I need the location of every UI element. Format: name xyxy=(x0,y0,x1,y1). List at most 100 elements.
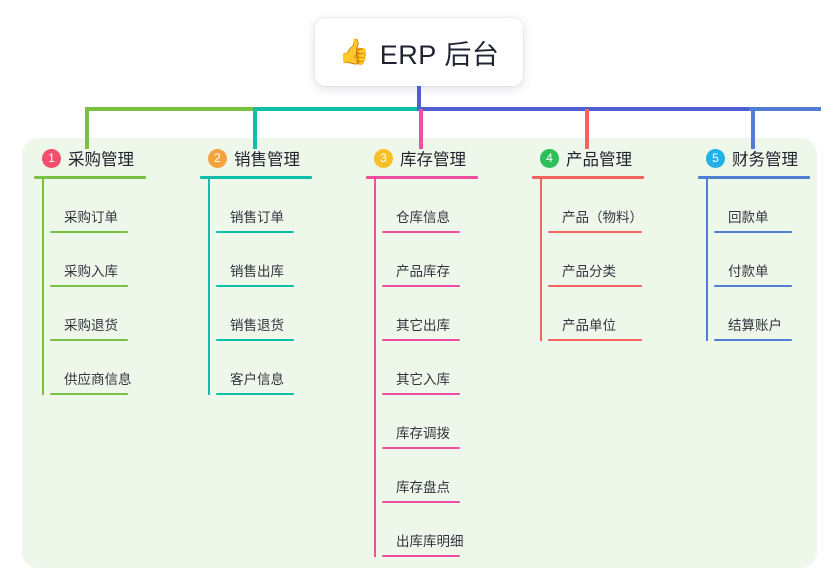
leaf-item-underline xyxy=(382,393,460,395)
leaf-spine xyxy=(706,179,708,341)
leaf-item-label: 销售订单 xyxy=(230,210,284,225)
leaf-list: 采购订单采购入库采购退货供应商信息 xyxy=(34,179,184,395)
category-header-4[interactable]: 4 产品管理 xyxy=(532,146,682,170)
leaf-item[interactable]: 出库库明细 xyxy=(382,503,516,557)
connector-drop-2 xyxy=(253,109,257,149)
leaf-item-label: 其它出库 xyxy=(396,318,450,333)
category-number-badge: 4 xyxy=(540,148,559,168)
category-title: 采购管理 xyxy=(68,151,134,169)
leaf-item[interactable]: 产品单位 xyxy=(548,287,682,341)
leaf-item[interactable]: 其它出库 xyxy=(382,287,516,341)
leaf-item-underline xyxy=(216,231,294,233)
leaf-item-label: 销售出库 xyxy=(230,264,284,279)
leaf-item-underline xyxy=(714,285,792,287)
leaf-item-label: 付款单 xyxy=(728,264,769,279)
category-number-badge: 3 xyxy=(374,148,393,168)
leaf-item-label: 供应商信息 xyxy=(64,372,132,387)
leaf-item-underline xyxy=(382,555,460,557)
leaf-item-underline xyxy=(548,339,642,341)
leaf-item[interactable]: 产品分类 xyxy=(548,233,682,287)
leaf-item[interactable]: 销售出库 xyxy=(216,233,350,287)
category-header-1[interactable]: 1 采购管理 xyxy=(34,146,184,170)
category-underline xyxy=(200,176,312,179)
leaf-item-underline xyxy=(548,231,642,233)
leaf-item-label: 库存盘点 xyxy=(396,480,450,495)
leaf-item-label: 销售退货 xyxy=(230,318,284,333)
thumbs-up-icon: 👍 xyxy=(338,37,370,66)
leaf-item-underline xyxy=(50,231,128,233)
leaf-item-label: 采购订单 xyxy=(64,210,118,225)
leaf-item[interactable]: 采购退货 xyxy=(50,287,184,341)
connector-bus-segment xyxy=(253,107,419,111)
leaf-item-label: 出库库明细 xyxy=(396,534,464,549)
leaf-list: 回款单付款单结算账户 xyxy=(698,179,839,341)
leaf-item[interactable]: 产品库存 xyxy=(382,233,516,287)
leaf-item-underline xyxy=(714,339,792,341)
leaf-spine xyxy=(540,179,542,341)
leaf-item[interactable]: 供应商信息 xyxy=(50,341,184,395)
connector-drop-3 xyxy=(419,109,423,149)
connector-drop-1 xyxy=(85,109,89,149)
leaf-item[interactable]: 其它入库 xyxy=(382,341,516,395)
category-title: 财务管理 xyxy=(732,151,798,169)
leaf-item-label: 产品库存 xyxy=(396,264,450,279)
leaf-item-label: 产品分类 xyxy=(562,264,616,279)
leaf-item[interactable]: 销售订单 xyxy=(216,179,350,233)
root-node[interactable]: 👍 ERP 后台 xyxy=(315,18,523,86)
leaf-item-label: 库存调拨 xyxy=(396,426,450,441)
category-header-5[interactable]: 5 财务管理 xyxy=(698,146,839,170)
leaf-item-underline xyxy=(50,393,128,395)
leaf-item-underline xyxy=(382,231,460,233)
connector-bus-segment xyxy=(749,107,821,111)
connector-drop-4 xyxy=(585,109,589,149)
leaf-spine xyxy=(208,179,210,395)
leaf-item[interactable]: 产品（物料） xyxy=(548,179,682,233)
leaf-list: 产品（物料） 产品分类产品单位 xyxy=(532,179,682,341)
leaf-item[interactable]: 库存调拨 xyxy=(382,395,516,449)
leaf-item[interactable]: 销售退货 xyxy=(216,287,350,341)
leaf-item[interactable]: 客户信息 xyxy=(216,341,350,395)
leaf-spine xyxy=(42,179,44,395)
category-number-badge: 5 xyxy=(706,148,725,168)
leaf-spine xyxy=(374,179,376,557)
leaf-item[interactable]: 付款单 xyxy=(714,233,839,287)
root-node-title: ERP 后台 xyxy=(379,39,500,70)
leaf-item-underline xyxy=(548,285,642,287)
connector-trunk xyxy=(417,86,421,110)
category-column-1: 1 采购管理采购订单采购入库采购退货供应商信息 xyxy=(34,146,184,395)
leaf-item-underline xyxy=(382,501,460,503)
category-column-5: 5 财务管理回款单付款单结算账户 xyxy=(698,146,839,341)
category-underline xyxy=(366,176,478,179)
leaf-item-underline xyxy=(382,285,460,287)
leaf-item[interactable]: 库存盘点 xyxy=(382,449,516,503)
leaf-item[interactable]: 回款单 xyxy=(714,179,839,233)
category-underline xyxy=(532,176,644,179)
connector-bus-segment xyxy=(85,107,255,111)
leaf-item-underline xyxy=(50,285,128,287)
leaf-item-underline xyxy=(382,447,460,449)
leaf-item-label: 结算账户 xyxy=(728,318,782,333)
category-title: 产品管理 xyxy=(566,151,632,169)
leaf-item-label: 采购退货 xyxy=(64,318,118,333)
connector-drop-5 xyxy=(751,109,755,149)
leaf-item-underline xyxy=(216,393,294,395)
leaf-item[interactable]: 仓库信息 xyxy=(382,179,516,233)
leaf-list: 仓库信息产品库存其它出库其它入库库存调拨库存盘点出库库明细 xyxy=(366,179,516,557)
category-underline xyxy=(698,176,810,179)
leaf-item[interactable]: 采购入库 xyxy=(50,233,184,287)
leaf-item-label: 仓库信息 xyxy=(396,210,450,225)
leaf-item-underline xyxy=(714,231,792,233)
diagram-panel xyxy=(22,138,817,568)
leaf-item-underline xyxy=(216,339,294,341)
leaf-item-label: 客户信息 xyxy=(230,372,284,387)
leaf-item-underline xyxy=(382,339,460,341)
leaf-list: 销售订单销售出库销售退货客户信息 xyxy=(200,179,350,395)
leaf-item-label: 采购入库 xyxy=(64,264,118,279)
leaf-item[interactable]: 采购订单 xyxy=(50,179,184,233)
leaf-item[interactable]: 结算账户 xyxy=(714,287,839,341)
category-number-badge: 1 xyxy=(42,148,61,168)
